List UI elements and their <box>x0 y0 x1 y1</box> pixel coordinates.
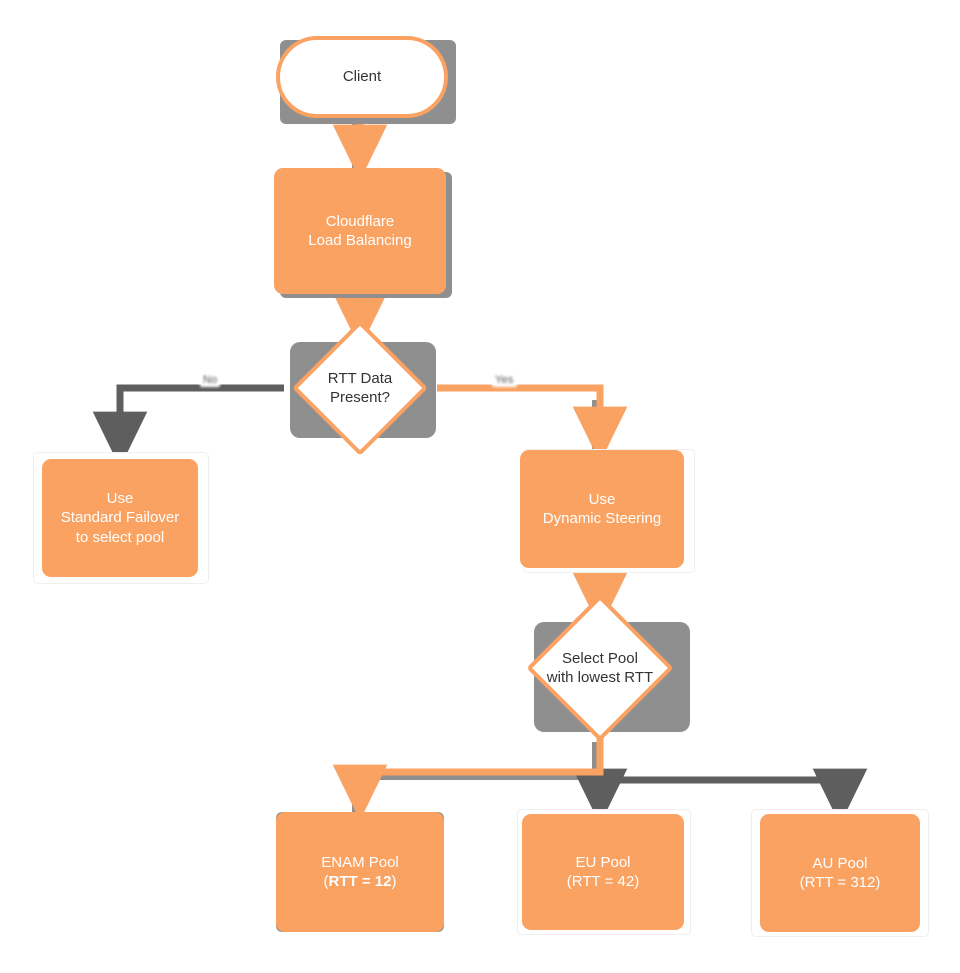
shadow-select-enam <box>352 742 600 812</box>
node-rtt-data-present-label: RTT Data Present? <box>327 369 393 407</box>
edge-rtt-to-dynamic <box>437 384 628 463</box>
node-eu-pool-rtt-open: ( <box>566 873 572 890</box>
node-enam-pool-rtt: (RTT = 12) <box>324 872 397 891</box>
node-enam-pool-rtt-close: ) <box>391 873 397 890</box>
node-client[interactable]: Client <box>276 36 448 118</box>
node-standard-failover[interactable]: Use Standard Failover to select pool <box>42 459 198 577</box>
edge-select-to-enam <box>332 738 604 821</box>
node-au-pool[interactable]: AU Pool (RTT = 312) <box>760 814 920 932</box>
node-eu-pool-title: EU Pool <box>575 853 631 871</box>
node-enam-pool-rtt-open: ( <box>323 873 329 890</box>
node-dynamic-steering-label: Use Dynamic Steering <box>542 490 662 527</box>
node-enam-pool-rtt-value: RTT = 12 <box>328 873 392 890</box>
node-au-pool-rtt: (RTT = 312) <box>800 873 881 892</box>
node-eu-pool-rtt-value: RTT = 42 <box>571 873 635 890</box>
node-cloudflare-load-balancing-label: Cloudflare Load Balancing <box>308 212 412 249</box>
node-dynamic-steering[interactable]: Use Dynamic Steering <box>520 450 684 568</box>
node-select-pool-lowest-rtt-label: Select Pool with lowest RTT <box>546 649 654 687</box>
edge-label-no: No <box>200 373 221 387</box>
node-enam-pool-title: ENAM Pool <box>321 853 399 871</box>
edge-label-yes: Yes <box>492 373 517 387</box>
node-cloudflare-load-balancing[interactable]: Cloudflare Load Balancing <box>274 168 446 294</box>
node-client-label: Client <box>342 68 382 86</box>
node-au-pool-rtt-open: ( <box>799 874 805 891</box>
node-au-pool-title: AU Pool <box>812 854 868 872</box>
node-eu-pool[interactable]: EU Pool (RTT = 42) <box>522 814 684 930</box>
edge-select-to-au <box>600 768 868 825</box>
node-standard-failover-label: Use Standard Failover to select pool <box>60 490 180 546</box>
edge-rtt-to-failover <box>92 384 284 468</box>
node-enam-pool[interactable]: ENAM Pool (RTT = 12) <box>276 812 444 932</box>
node-au-pool-rtt-value: RTT = 312 <box>804 874 876 891</box>
node-eu-pool-rtt-close: ) <box>634 873 640 890</box>
node-au-pool-rtt-close: ) <box>875 874 881 891</box>
node-eu-pool-rtt: (RTT = 42) <box>567 872 639 891</box>
